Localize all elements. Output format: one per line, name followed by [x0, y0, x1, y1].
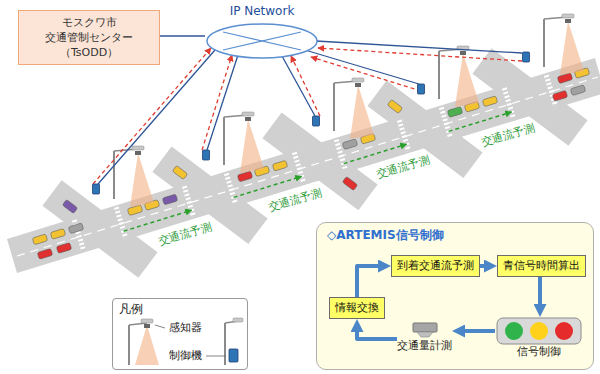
- crosswalk: [226, 174, 235, 205]
- data-uplinks: [93, 48, 522, 184]
- node-label: モスクワ市 交通管制センター （TsODD）: [25, 15, 153, 60]
- sensor-pole: [114, 146, 154, 207]
- sensor-lamp: [141, 319, 153, 323]
- sensor-poles: [114, 14, 584, 207]
- yellow-lamp: [530, 322, 548, 340]
- car: [342, 139, 357, 150]
- sensor-symbol: [405, 321, 445, 339]
- traffic-flow-arrow: [344, 144, 407, 163]
- network-line: [282, 56, 315, 116]
- sensor-head: [413, 323, 437, 332]
- data-uplink: [291, 56, 320, 116]
- controller: [418, 84, 425, 94]
- node-label: 到着交通流予測: [397, 259, 474, 273]
- car: [172, 165, 187, 179]
- car: [570, 85, 585, 96]
- sensor-beam: [135, 325, 159, 365]
- car: [62, 199, 77, 213]
- crosswalk: [546, 75, 555, 106]
- car: [552, 90, 567, 101]
- car: [127, 205, 142, 216]
- car: [557, 73, 572, 84]
- node-label: 青信号時間算出: [503, 259, 580, 273]
- controller-lamp: [233, 318, 243, 322]
- network-mesh-line: [223, 32, 301, 50]
- leader-line: [155, 325, 165, 328]
- network-link: [160, 35, 205, 37]
- controllers: [93, 52, 530, 194]
- node-label: 情報交換: [335, 301, 379, 315]
- network-lines: [98, 41, 522, 184]
- car: [162, 194, 177, 205]
- controller: [313, 116, 320, 126]
- data-uplink: [202, 55, 232, 150]
- car: [482, 96, 497, 107]
- car: [56, 243, 71, 254]
- controller-pole: [224, 323, 226, 365]
- process-box: 情報交換: [329, 297, 385, 319]
- car: [50, 229, 65, 240]
- sensor-head: [144, 324, 150, 328]
- controller: [523, 52, 530, 62]
- node-label: 信号制御: [495, 345, 583, 359]
- car: [68, 223, 83, 234]
- data-uplink: [93, 48, 211, 184]
- network-line: [305, 50, 419, 84]
- sensor-base: [417, 332, 433, 337]
- control-center-box: モスクワ市 交通管制センター （TsODD）: [18, 10, 160, 65]
- node-label: IP Network: [205, 4, 319, 19]
- green-lamp: [505, 322, 523, 340]
- flow-arrows: [124, 112, 512, 231]
- network-cloud: IP Network: [205, 4, 319, 62]
- traffic-light: 信号制御: [495, 317, 583, 359]
- flow-arrow: [538, 277, 542, 308]
- car: [32, 234, 47, 245]
- sensor-pole: [128, 325, 130, 365]
- data-uplink: [318, 48, 522, 61]
- traffic-flow-arrow: [449, 112, 512, 131]
- network-mesh-line: [223, 32, 301, 50]
- process-box: 到着交通流予測: [391, 255, 480, 277]
- artemis-panel: ◇ARTEMIS信号制御到着交通流予測 青信号時間算出情報交換信号制御 交通量計測: [316, 222, 594, 370]
- crosswalk: [116, 207, 125, 238]
- leader-line: [206, 356, 226, 357]
- car: [272, 160, 287, 171]
- traffic-sensor: 交通量計測: [397, 321, 452, 353]
- legend-box: 凡例感知器制御機: [112, 298, 248, 370]
- flow-arrow: [357, 328, 397, 339]
- car: [237, 171, 252, 182]
- traffic-light-housing: [497, 318, 581, 344]
- car: [387, 99, 402, 113]
- node-label: 交通量計測: [397, 339, 452, 353]
- sensor-pole: [439, 46, 479, 107]
- sensor-pole: [224, 112, 264, 173]
- car: [447, 107, 462, 118]
- red-lamp: [555, 322, 573, 340]
- controller: [93, 184, 100, 194]
- traffic-light-symbol: [496, 317, 582, 345]
- flow-arrow: [357, 266, 382, 297]
- data-uplink: [311, 57, 421, 91]
- network-line: [98, 50, 215, 184]
- network-ellipse-outline: [207, 24, 317, 58]
- controller-box: [229, 349, 238, 362]
- car: [342, 176, 357, 190]
- controller: [203, 150, 210, 160]
- legend-label: 制御機: [169, 349, 202, 363]
- node-label: ◇ARTEMIS信号制御: [327, 227, 583, 243]
- process-box: 青信号時間算出: [497, 255, 586, 277]
- sensor-pole: [334, 78, 374, 139]
- flow-arrow: [480, 264, 488, 268]
- network-line: [316, 41, 522, 53]
- flow-arrow: [461, 329, 495, 333]
- legend-title: 凡例: [119, 302, 143, 316]
- car: [37, 249, 52, 260]
- network-line: [207, 55, 238, 150]
- legend-label: 感知器: [169, 321, 202, 335]
- sensor-pole: [544, 14, 584, 75]
